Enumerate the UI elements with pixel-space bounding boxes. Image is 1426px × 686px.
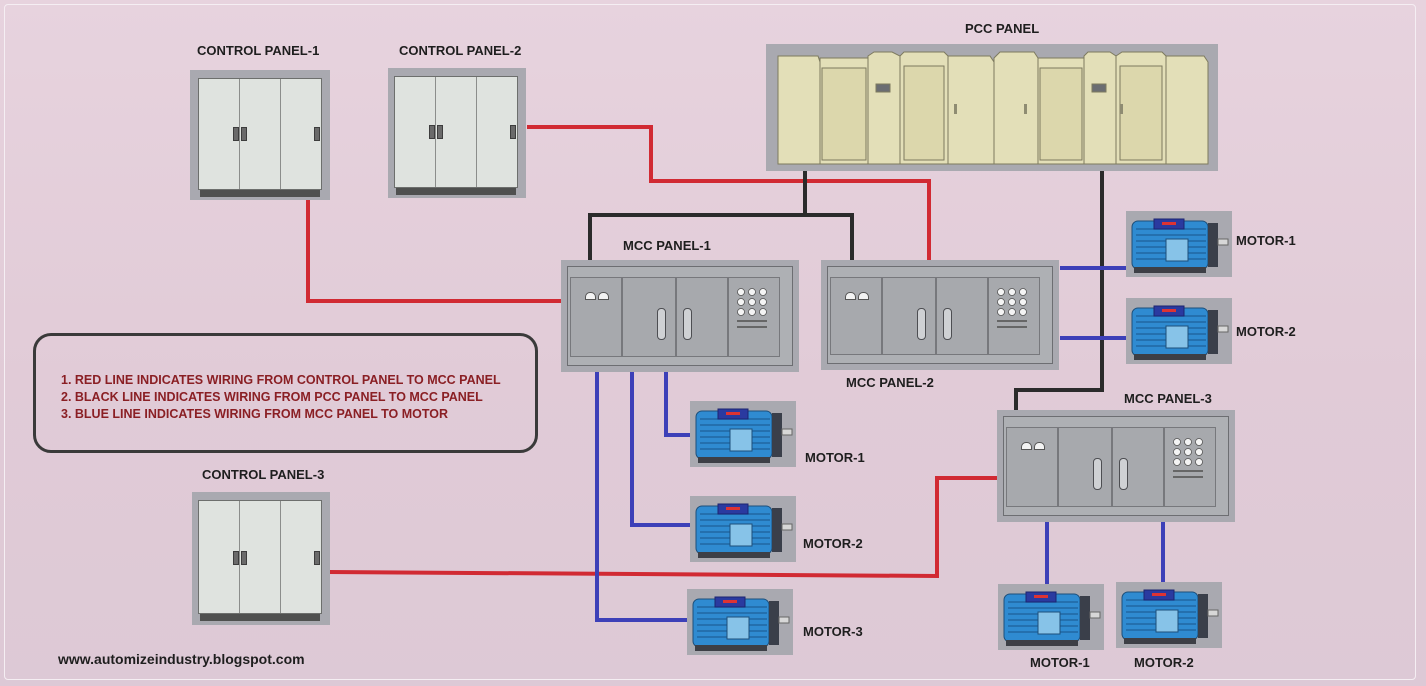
- legend-line-black: 2. BLACK LINE INDICATES WIRING FROM PCC …: [61, 390, 483, 404]
- mcc3-motor-1: [998, 584, 1104, 650]
- mcc2-motor-1-label: MOTOR-1: [1236, 233, 1296, 248]
- pcc-panel-drawing: [777, 51, 1209, 165]
- mcc3-motor-1-label: MOTOR-1: [1030, 655, 1090, 670]
- blue-wire-mcc1-motor2: [630, 372, 692, 527]
- image-frame: [4, 4, 1416, 680]
- mcc2-motor-2: [1126, 298, 1232, 364]
- mcc2-motor-2-label: MOTOR-2: [1236, 324, 1296, 339]
- mcc-panel-1-label: MCC PANEL-1: [623, 238, 711, 253]
- legend-box: 1. RED LINE INDICATES WIRING FROM CONTRO…: [33, 333, 538, 453]
- legend-line-blue: 3. BLUE LINE INDICATES WIRING FROM MCC P…: [61, 407, 449, 421]
- mcc3-motor-2-label: MOTOR-2: [1134, 655, 1194, 670]
- mcc1-motor-3: [687, 589, 793, 655]
- mcc1-motor-3-label: MOTOR-3: [803, 624, 863, 639]
- mcc1-motor-1: [690, 401, 796, 467]
- blue-wire-mcc1-motor1: [664, 372, 692, 437]
- black-wire-pcc-mcc3: [1014, 170, 1104, 412]
- mcc-panel-1: [561, 260, 799, 372]
- mcc1-motor-2: [690, 496, 796, 562]
- control-panel-1: [190, 70, 330, 200]
- mcc-panel-2-label: MCC PANEL-2: [846, 375, 934, 390]
- red-wire-cp2-mcc2: [527, 125, 931, 262]
- black-wire-pcc-mcc1-mcc2: [588, 170, 807, 262]
- control-panel-2: [388, 68, 526, 198]
- mcc3-motor-2: [1116, 582, 1222, 648]
- website-url: www.automizeindustry.blogspot.com: [58, 651, 305, 667]
- control-panel-3-label: CONTROL PANEL-3: [202, 467, 325, 482]
- control-panel-3: [192, 492, 330, 625]
- blue-wire-mcc1-motor3: [595, 372, 690, 622]
- black-wire-pcc-mcc2-branch: [805, 213, 854, 262]
- mcc1-motor-1-label: MOTOR-1: [805, 450, 865, 465]
- mcc-panel-3: [997, 410, 1235, 522]
- legend-line-red: 1. RED LINE INDICATES WIRING FROM CONTRO…: [61, 373, 501, 387]
- red-wire-cp1-mcc1: [306, 200, 568, 303]
- pcc-panel-label: PCC PANEL: [965, 21, 1040, 36]
- mcc2-motor-1: [1126, 211, 1232, 277]
- mcc-panel-2: [821, 260, 1059, 370]
- control-panel-1-label: CONTROL PANEL-1: [197, 43, 320, 58]
- red-wire-cp3-mcc3: [327, 476, 1000, 579]
- control-panel-2-label: CONTROL PANEL-2: [399, 43, 522, 58]
- mcc-panel-3-label: MCC PANEL-3: [1124, 391, 1212, 406]
- mcc1-motor-2-label: MOTOR-2: [803, 536, 863, 551]
- pcc-panel: [766, 44, 1218, 171]
